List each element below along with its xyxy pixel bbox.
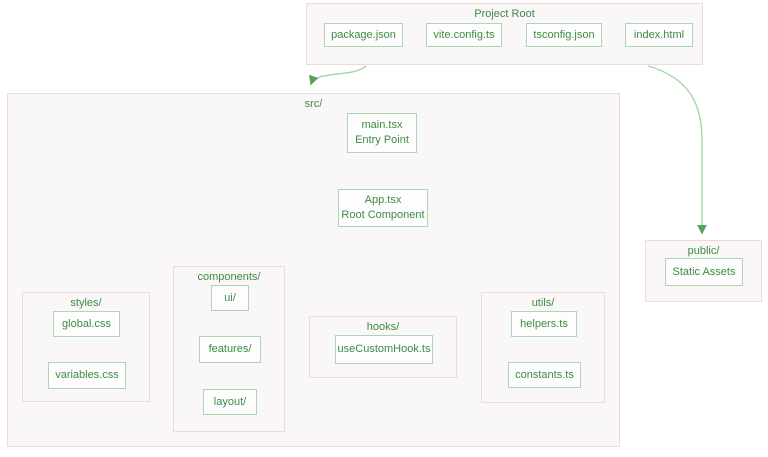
node-main-tsx: main.tsx Entry Point [347,113,417,153]
subgraph-components-label: components/ [197,271,261,283]
node-app-tsx-subtitle: Root Component [341,209,425,221]
subgraph-public-label: public/ [687,245,720,257]
subgraph-styles-label: styles/ [70,297,102,309]
subgraph-styles: styles/ global.css variables.css [22,292,150,402]
node-ui: ui/ [211,285,249,311]
edge-project-root-to-public [647,65,707,235]
node-app-tsx: App.tsx Root Component [338,189,428,227]
subgraph-src: src/ main.tsx Entry Point App.tsx Root C… [7,93,620,447]
node-helpers-ts: helpers.ts [511,311,577,337]
node-variables-css: variables.css [48,362,126,389]
subgraph-project-root-label: Project Root [474,8,535,20]
node-tsconfig: tsconfig.json [526,23,602,47]
node-package-json: package.json [324,23,403,47]
node-layout: layout/ [203,389,257,415]
node-index-html: index.html [625,23,693,47]
node-app-tsx-title: App.tsx [364,194,402,207]
subgraph-project-root: Project Root package.json vite.config.ts… [306,3,703,65]
subgraph-src-label: src/ [304,98,323,110]
node-global-css: global.css [53,311,120,337]
node-features: features/ [199,336,261,363]
node-main-tsx-subtitle: Entry Point [355,134,409,146]
subgraph-utils-label: utils/ [531,297,555,309]
subgraph-utils: utils/ helpers.ts constants.ts [481,292,605,403]
subgraph-public: public/ Static Assets [645,240,762,302]
subgraph-hooks-label: hooks/ [366,321,400,333]
edge-project-root-to-src [309,65,367,86]
node-static-assets: Static Assets [665,258,743,286]
subgraph-components: components/ ui/ features/ layout/ [173,266,285,432]
node-use-custom-hook: useCustomHook.ts [335,335,433,364]
subgraph-hooks: hooks/ useCustomHook.ts [309,316,457,378]
node-constants-ts: constants.ts [508,362,581,388]
node-vite-config: vite.config.ts [426,23,502,47]
node-main-tsx-title: main.tsx [361,119,403,132]
